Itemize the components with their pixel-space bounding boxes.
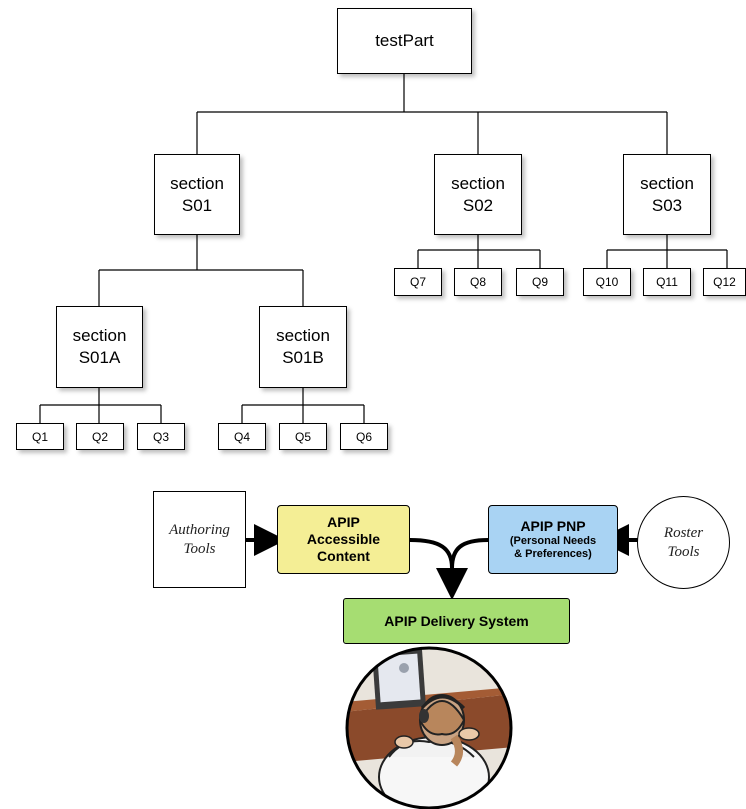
question-label: Q9 <box>531 275 548 289</box>
accessible-content-box: APIP Accessible Content <box>277 505 410 574</box>
question-label: Q12 <box>713 275 736 289</box>
root-node-testpart: testPart <box>337 8 472 74</box>
question-label: Q4 <box>233 429 250 444</box>
pnp-box: APIP PNP (Personal Needs & Preferences) <box>488 505 618 574</box>
section-s03-label: section S03 <box>640 173 694 215</box>
section-node-s03: section S03 <box>623 154 711 235</box>
authoring-tools-label: Authoring Tools <box>169 521 230 557</box>
delivery-system-box: APIP Delivery System <box>343 598 570 644</box>
authoring-tools-box: Authoring Tools <box>153 491 246 588</box>
question-label: Q3 <box>152 429 169 444</box>
question-node-q11: Q11 <box>643 268 691 296</box>
section-s01b-label: section S01B <box>276 326 330 367</box>
question-node-q7: Q7 <box>394 268 442 296</box>
delivery-system-label: APIP Delivery System <box>384 613 529 629</box>
section-node-s02: section S02 <box>434 154 522 235</box>
user-at-computer-illustration <box>345 646 513 809</box>
question-label: Q11 <box>656 275 678 289</box>
accessible-content-label: APIP Accessible Content <box>306 514 381 564</box>
pnp-subtitle: (Personal Needs & Preferences) <box>509 535 597 560</box>
question-label: Q6 <box>355 429 372 444</box>
pnp-title: APIP PNP <box>520 518 586 534</box>
section-s01a-label: section S01A <box>72 326 127 367</box>
merge-right-curve <box>450 538 490 570</box>
question-label: Q7 <box>409 275 426 289</box>
question-node-q8: Q8 <box>454 268 502 296</box>
question-node-q4: Q4 <box>218 423 266 450</box>
question-label: Q1 <box>31 429 48 444</box>
question-label: Q2 <box>91 429 108 444</box>
section-node-s01b: section S01B <box>259 306 347 388</box>
question-node-q12: Q12 <box>703 268 746 296</box>
question-label: Q10 <box>595 275 619 289</box>
question-node-q10: Q10 <box>583 268 631 296</box>
section-s01-label: section S01 <box>170 173 224 215</box>
question-node-q5: Q5 <box>279 423 327 450</box>
question-node-q6: Q6 <box>340 423 388 450</box>
question-node-q3: Q3 <box>137 423 185 450</box>
roster-tools-label: Roster Tools <box>663 524 704 560</box>
section-s02-label: section S02 <box>451 173 505 215</box>
section-node-s01: section S01 <box>154 154 240 235</box>
question-label: Q5 <box>294 429 311 444</box>
merge-left-curve <box>408 538 454 570</box>
root-label: testPart <box>375 31 434 50</box>
section-node-s01a: section S01A <box>56 306 143 388</box>
question-node-q2: Q2 <box>76 423 124 450</box>
question-node-q9: Q9 <box>516 268 564 296</box>
question-label: Q8 <box>469 275 486 289</box>
roster-tools-box: Roster Tools <box>637 496 730 589</box>
question-node-q1: Q1 <box>16 423 64 450</box>
